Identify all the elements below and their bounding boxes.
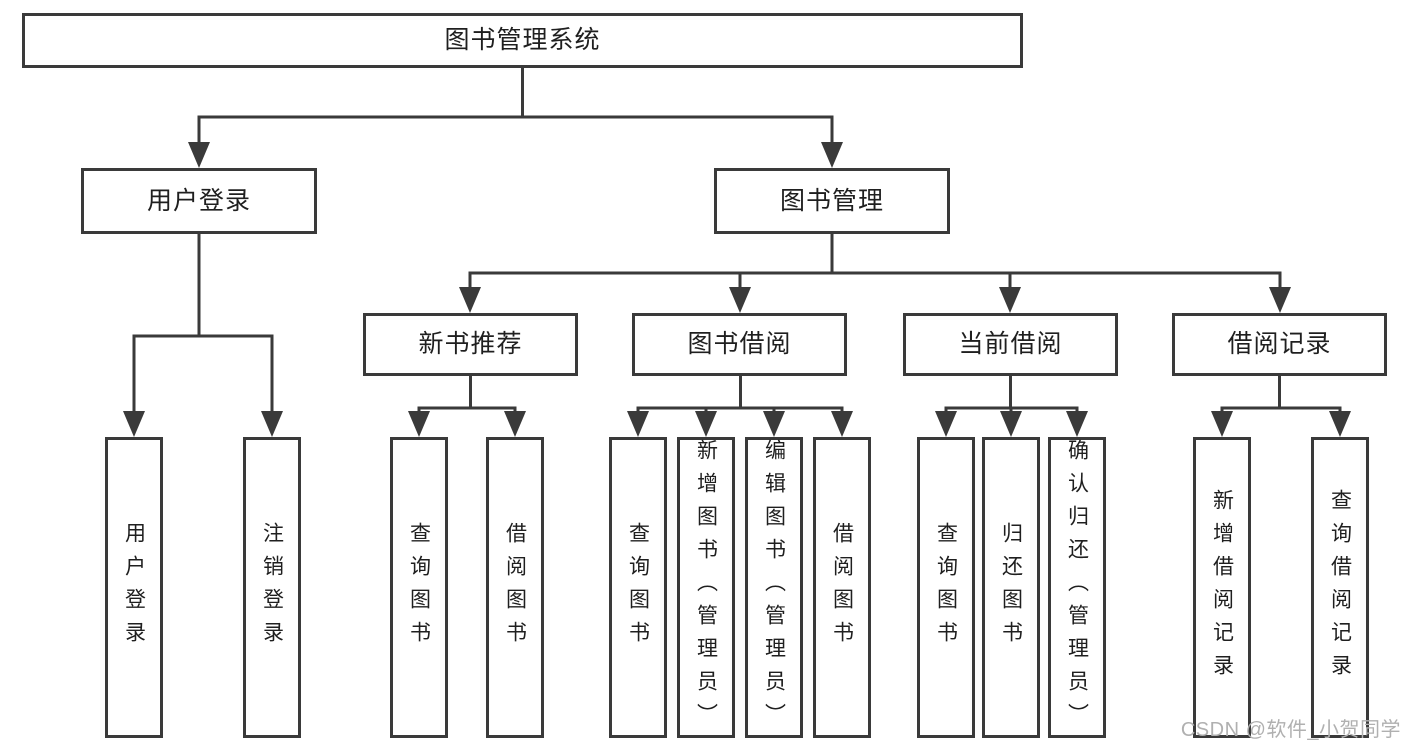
- arrow-down-icon: [821, 142, 843, 168]
- node-label: 图书管理: [779, 186, 884, 215]
- connector-line: [636, 406, 844, 413]
- connector-line: [132, 334, 274, 413]
- csdn-watermark: CSDN @软件_小贺同学: [1180, 719, 1401, 741]
- node-current-borrowing: 当前借阅: [903, 313, 1118, 376]
- arrow-down-icon: [999, 287, 1021, 313]
- node-label: 用户登录: [122, 521, 146, 654]
- node-label: 借阅图书: [503, 521, 527, 654]
- arrow-down-icon: [695, 411, 717, 437]
- arrow-down-icon: [1211, 411, 1233, 437]
- leaf-query-books: 查询图书: [390, 437, 448, 738]
- leaf-user-login: 用户登录: [105, 437, 163, 738]
- arrow-down-icon: [1329, 411, 1351, 437]
- leaf-borrow-books: 借阅图书: [486, 437, 544, 738]
- connector-line: [468, 271, 1282, 289]
- arrow-down-icon: [935, 411, 957, 437]
- node-label: 查询借阅记录: [1328, 488, 1352, 687]
- arrow-down-icon: [627, 411, 649, 437]
- node-new-book-recommend: 新书推荐: [363, 313, 578, 376]
- arrow-down-icon: [1000, 411, 1022, 437]
- node-root: 图书管理系统: [22, 13, 1023, 68]
- node-label: 新增图书（管理员）: [694, 439, 718, 736]
- node-label: 新书推荐: [418, 330, 523, 358]
- node-label: 查询图书: [934, 521, 958, 654]
- leaf-logout: 注销登录: [243, 437, 301, 738]
- leaf-query-borrow-record: 查询借阅记录: [1311, 437, 1369, 738]
- leaf-borrow-books-2: 借阅图书: [813, 437, 871, 738]
- node-label: 归还图书: [999, 521, 1023, 654]
- connector-line: [944, 406, 1079, 413]
- leaf-confirm-return-admin: 确认归还（管理员）: [1048, 437, 1106, 738]
- node-label: 确认归还（管理员）: [1065, 439, 1089, 736]
- node-book-management: 图书管理: [714, 168, 950, 234]
- node-book-borrowing: 图书借阅: [632, 313, 847, 376]
- node-borrowing-records: 借阅记录: [1172, 313, 1387, 376]
- node-label: 当前借阅: [958, 330, 1063, 358]
- connector-line: [1220, 406, 1342, 413]
- arrow-down-icon: [408, 411, 430, 437]
- leaf-edit-book-admin: 编辑图书（管理员）: [745, 437, 803, 738]
- node-label: 编辑图书（管理员）: [762, 439, 786, 736]
- node-label: 图书管理系统: [444, 26, 601, 54]
- node-label: 查询图书: [626, 521, 650, 654]
- leaf-return-book: 归还图书: [982, 437, 1040, 738]
- node-label: 借阅图书: [830, 521, 854, 654]
- node-label: 用户登录: [146, 186, 251, 215]
- arrow-down-icon: [123, 411, 145, 437]
- arrow-down-icon: [763, 411, 785, 437]
- leaf-query-books-3: 查询图书: [917, 437, 975, 738]
- connector-line: [197, 115, 834, 144]
- node-user-login: 用户登录: [81, 168, 317, 234]
- arrow-down-icon: [459, 287, 481, 313]
- leaf-add-book-admin: 新增图书（管理员）: [677, 437, 735, 738]
- arrow-down-icon: [1066, 411, 1088, 437]
- leaf-add-borrow-record: 新增借阅记录: [1193, 437, 1251, 738]
- arrow-down-icon: [729, 287, 751, 313]
- node-label: 新增借阅记录: [1210, 488, 1234, 687]
- arrow-down-icon: [188, 142, 210, 168]
- node-label: 注销登录: [260, 521, 284, 654]
- node-label: 借阅记录: [1227, 330, 1332, 358]
- node-label: 查询图书: [407, 521, 431, 654]
- node-label: 图书借阅: [687, 330, 792, 358]
- arrow-down-icon: [261, 411, 283, 437]
- leaf-query-books-2: 查询图书: [609, 437, 667, 738]
- arrow-down-icon: [504, 411, 526, 437]
- connector-line: [417, 406, 517, 413]
- arrow-down-icon: [831, 411, 853, 437]
- arrow-down-icon: [1269, 287, 1291, 313]
